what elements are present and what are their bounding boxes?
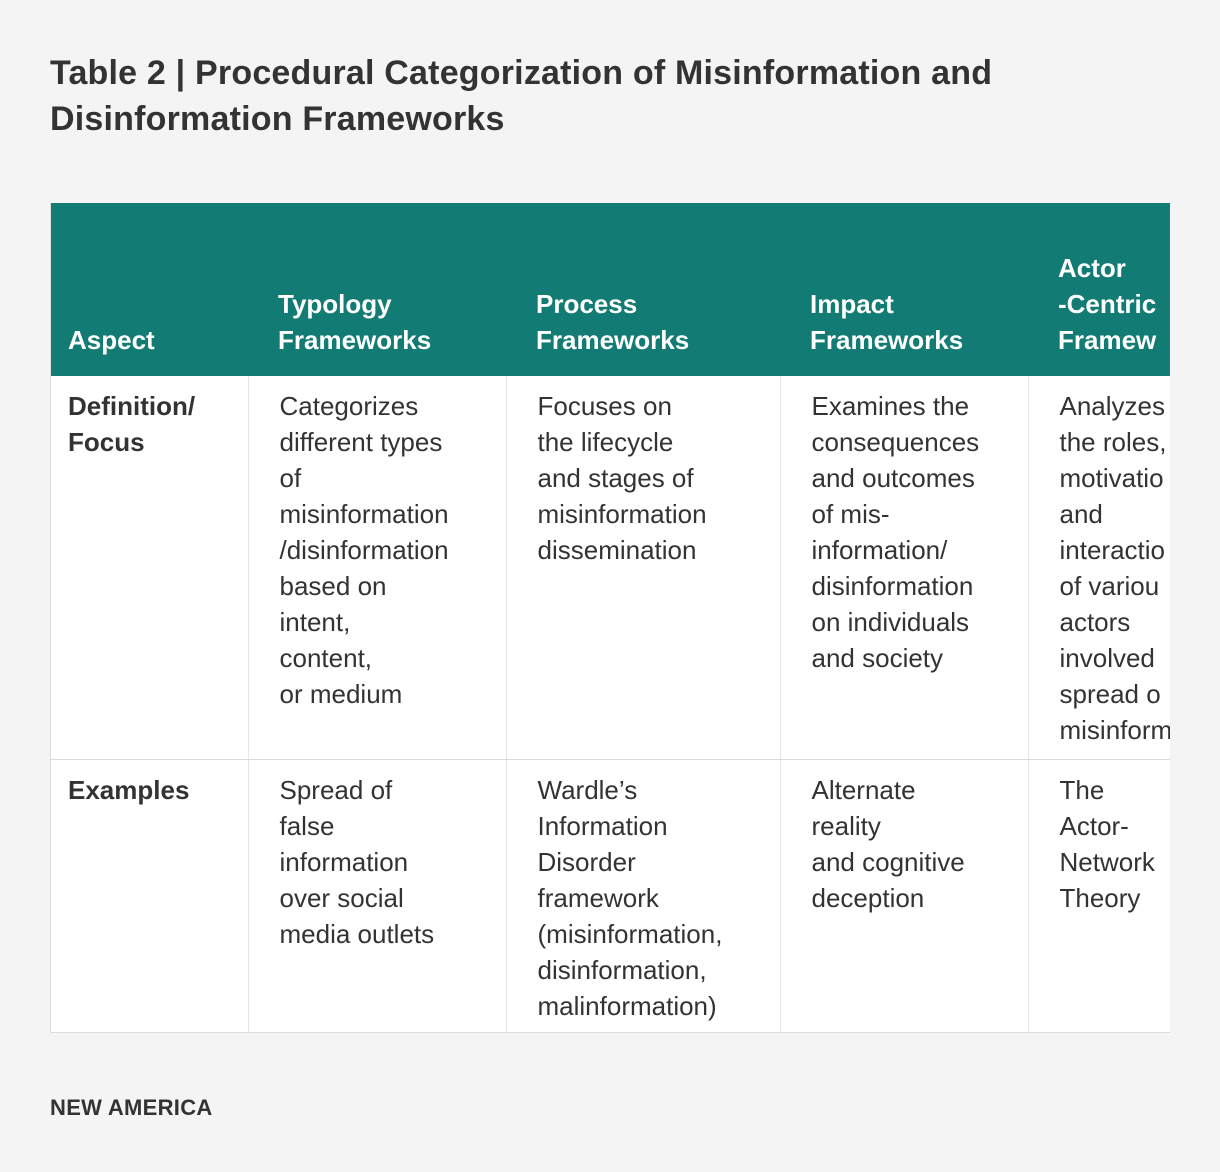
table-cell: Analyzes the roles, motivatio and intera… — [1027, 376, 1170, 760]
frameworks-table-container[interactable]: Aspect Typology Frameworks Process Frame… — [50, 203, 1170, 1033]
table-cell: Alternate reality and cognitive deceptio… — [779, 759, 1028, 1032]
header-process-frameworks: Process Frameworks — [506, 203, 780, 376]
table-cell: Spread of false information over social … — [247, 759, 506, 1032]
frameworks-table: Aspect Typology Frameworks Process Frame… — [51, 203, 1170, 1032]
table-cell: Categorizes different types of misinform… — [247, 376, 506, 760]
header-actor-centric-frameworks: Actor -Centric Framew — [1028, 203, 1170, 376]
row-label-examples: Examples — [68, 774, 190, 805]
row-label-definition-focus: Definition/ Focus — [51, 376, 248, 760]
table-cell: Wardle’s Information Disorder framework … — [505, 759, 780, 1032]
header-typology-frameworks: Typology Frameworks — [248, 203, 506, 376]
header-impact-frameworks: Impact Frameworks — [780, 203, 1028, 376]
page-title: Table 2 | Procedural Categorization of M… — [50, 54, 993, 138]
table-row: Examples Spread of false information ove… — [51, 759, 1170, 1032]
table-cell: Examines the consequences and outcomes o… — [779, 376, 1028, 760]
table-header-row: Aspect Typology Frameworks Process Frame… — [51, 203, 1170, 376]
table-cell: The Actor- Network Theory — [1027, 759, 1170, 1032]
table-row: Definition/ Focus Categorizes different … — [51, 376, 1170, 760]
table-cell: Focuses on the lifecycle and stages of m… — [505, 376, 780, 760]
header-aspect: Aspect — [51, 203, 248, 376]
publisher-logo-text: NEW AMERICA — [50, 1095, 213, 1120]
